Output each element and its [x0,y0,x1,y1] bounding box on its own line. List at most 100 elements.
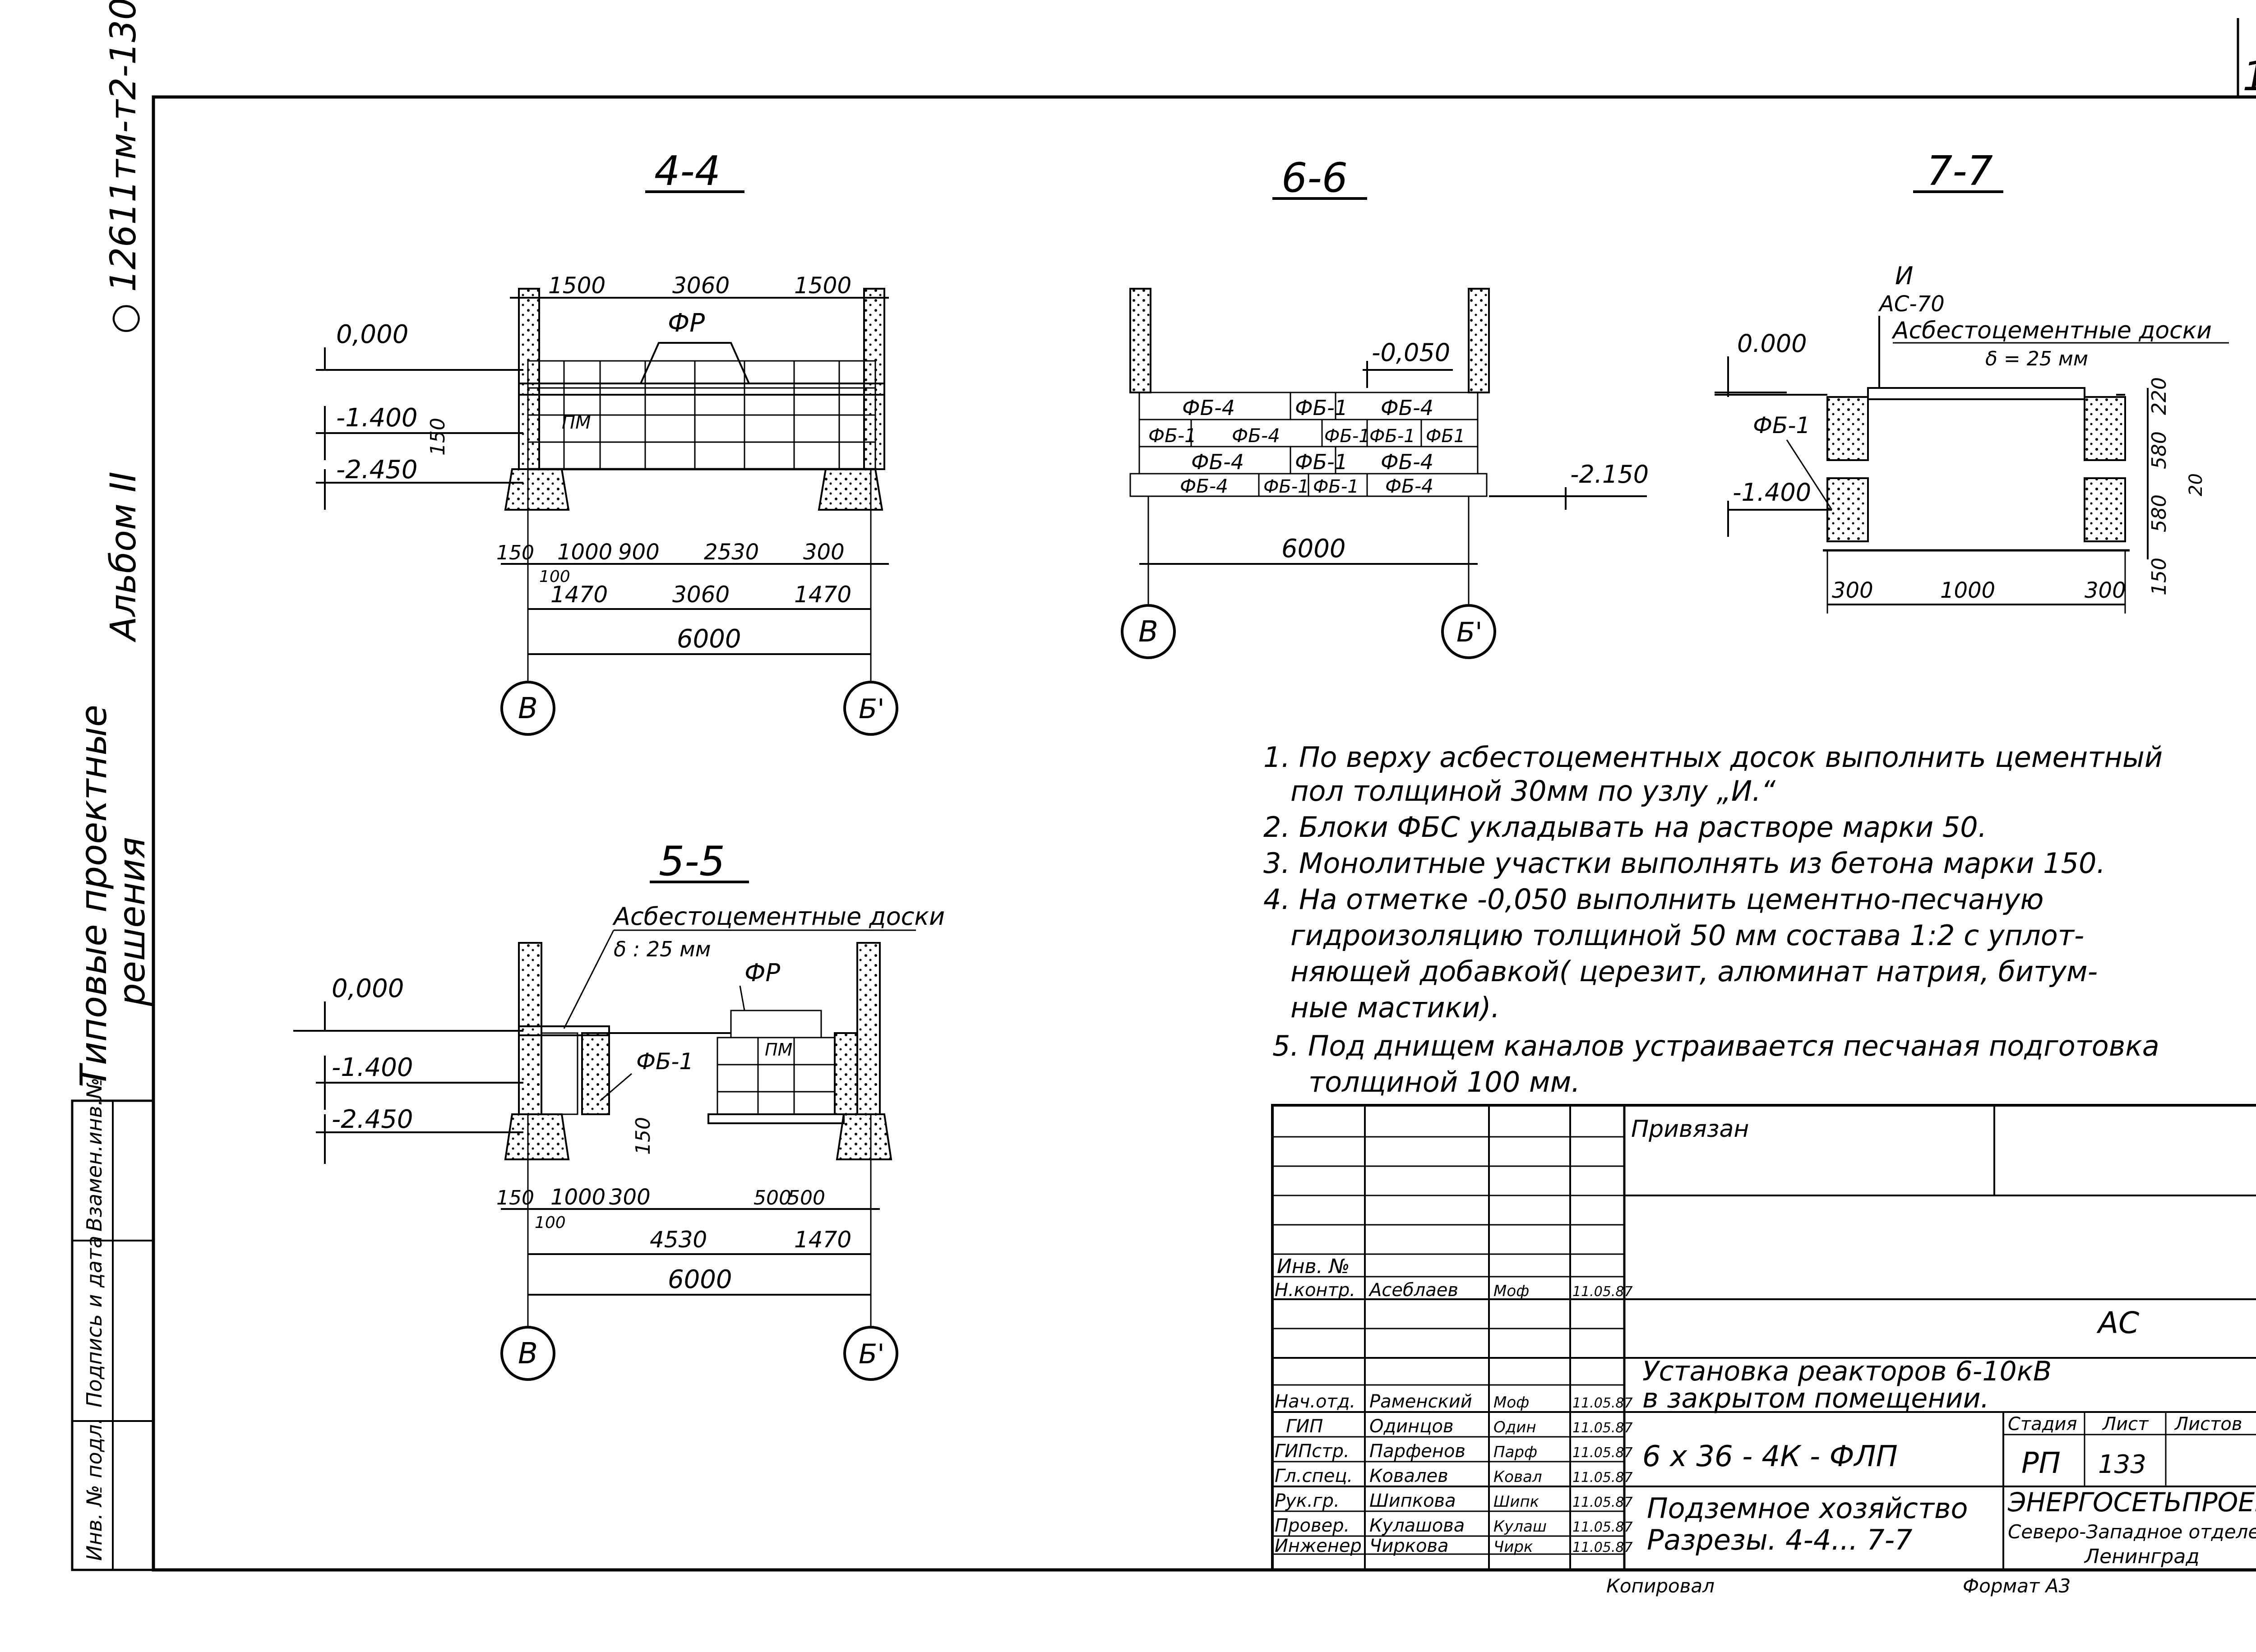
vdim-7-7-3: 580 [2148,494,2171,532]
tb-sign-2: Один [1493,1418,1536,1436]
axis-left-4-4: В [518,692,538,725]
r2c1: ФБ-1 [1295,450,1348,474]
r1c2: ФБ-1 [1324,426,1370,447]
label-pm-5-5: ПМ [765,1040,792,1060]
axis-right-4-4: Б' [859,693,885,725]
tb-sheet: 133 [2098,1450,2146,1479]
axis-v-bubble-5-5 [500,1326,555,1381]
level-4-4-1: -1.400 [336,403,418,433]
r3c1: ФБ-1 [1263,476,1309,497]
note-line-6: няющей добавкой( церезит, алюминат натри… [1290,955,2098,988]
tb-name-1: Раменский [1369,1391,1472,1412]
label-fb-5-5: ФБ-1 [636,1048,693,1075]
general-notes: 1. По верху асбестоцементных досок выпол… [1263,741,2163,1098]
node-ref: АС-70 [1878,291,1945,317]
tb-name-6: Кулашова [1369,1515,1465,1536]
section-6-6-title: 6-6 [1281,154,1348,202]
tb-sign-row-5: Рук.гр. Шипкова Шипк 11.05.87 [1275,1490,1633,1511]
section-7-7: 7-7 И АС-70 Асбестоцементные доски δ = 2… [1715,148,2229,614]
tb-name-0: Асеблаев [1368,1280,1458,1301]
tb-stage-header: Стадия [2008,1414,2077,1435]
bot-dim2-4-4-2: 1470 [794,581,851,608]
bot-dim1-4-4-3: 2530 [704,540,759,565]
tb-model: 6 x 36 - 4К - ФЛП [1642,1440,1898,1473]
r3c2: ФБ-1 [1313,476,1359,497]
box-label-replace: Взамен.инв.№ [82,1078,106,1232]
tb-sheets-header: Листов [2174,1414,2242,1435]
section-5-5-title: 5-5 [659,838,725,885]
tb-name-2: Одинцов [1369,1416,1454,1437]
note-line-0: 1. По верху асбестоцементных досок выпол… [1263,741,2163,774]
section-4-4: 4-4 ФР ПМ 0,000 -1.400 [316,148,898,736]
node-label: И [1895,262,1913,290]
section-5-5: 5-5 Асбестоцементные доски δ : 25 мм ФР … [293,838,945,1381]
tb-project-2: в закрытом помещении. [1642,1383,1989,1414]
tb-role-6: Провер. [1275,1515,1350,1536]
tb-sign-0: Моф [1493,1282,1529,1300]
tb-role-5: Рук.гр. [1275,1490,1340,1511]
level-5-5-0: 0,000 [332,974,404,1003]
tb-code: АС [2096,1306,2139,1340]
axis-left-6-6: В [1138,615,1158,649]
tb-inv: Инв. № [1277,1255,1350,1278]
vdim-7-7-2: 20 [2186,473,2206,496]
tb-date-3: 11.05.87 [1572,1445,1633,1461]
tb-name-3: Парфенов [1369,1441,1465,1462]
axis-v-bubble-6-6 [1121,604,1176,659]
r1c3: ФБ-1 [1369,426,1415,447]
section-7-7-title: 7-7 [1927,148,1993,195]
bdim1-5-5-4: 500 [787,1186,825,1209]
box-label-sign: Подпись и дата [82,1236,106,1407]
axis-v-bubble-4-4 [500,681,555,736]
top-dim-4-4-1: 3060 [672,272,730,299]
vdim-7-7-0: 220 [2148,377,2171,415]
page-number: 123 [2242,53,2256,100]
box-label-inv: Инв. № подл. [82,1418,106,1561]
tb-copied: Копировал [1606,1575,1715,1597]
tb-sign-row-6: Провер. Кулашова Кулаш 11.05.87 [1275,1515,1633,1536]
margin-boxes: Инв. № подл. Подпись и дата Взамен.инв.№ [71,1078,155,1571]
tb-sign-5: Шипк [1493,1493,1539,1511]
note-5-5-1: Асбестоцементные доски [612,902,945,931]
note-line-1: пол толщиной 30мм по узлу „И.“ [1290,775,1776,808]
bot-dim1-4-4-2: 900 [618,540,660,565]
overall-4-4: 6000 [677,624,741,654]
tb-role-7: Инженер [1275,1536,1362,1556]
title-block: Привязан Инв. № Н.контр. Асеблаев Моф 11… [1271,1104,2256,1597]
axis-right-5-5: Б' [859,1338,885,1370]
tb-sign-6: Кулаш [1493,1518,1547,1536]
tb-date-2: 11.05.87 [1572,1420,1633,1436]
bdim1-5-5-2: 300 [609,1185,651,1210]
top-dim-4-4-2: 1500 [794,272,851,299]
axis-b-bubble-6-6 [1441,604,1496,659]
axis-right-6-6: Б' [1456,617,1483,648]
r0c2: ФБ-4 [1381,396,1433,420]
tb-project-1: Установка реакторов 6-10кВ [1642,1356,2052,1387]
tb-sign-row-2: ГИП Одинцов Один 11.05.87 [1286,1416,1633,1437]
small-dim-4-4: 100 [539,568,570,586]
tb-date-6: 11.05.87 [1572,1519,1633,1535]
vdim-5-5: 150 [632,1117,655,1155]
tb-org-3: Ленинград [2084,1545,2200,1568]
note-7-7-2: δ = 25 мм [1985,347,2088,370]
tb-sign-row-1: Нач.отд. Раменский Моф 11.05.87 [1275,1391,1633,1412]
bot-dim1-4-4-1: 1000 [557,540,612,565]
tb-date-4: 11.05.87 [1572,1470,1633,1486]
note-line-3: 3. Монолитные участки выполнять из бетон… [1263,847,2105,880]
overall-6-6: 6000 [1281,534,1346,563]
tb-role-0: Н.контр. [1275,1280,1355,1301]
vdim-4-4: 150 [426,418,449,456]
r0c0: ФБ-4 [1182,396,1235,420]
r2c0: ФБ-4 [1191,450,1244,474]
label-fp-5-5: ФР [744,959,780,987]
axis-left-5-5: В [518,1337,538,1371]
tb-stage: РП [2021,1447,2061,1480]
album-label: Альбом II [103,471,144,643]
tb-role-1: Нач.отд. [1275,1391,1355,1412]
bdim2-5-5-1: 1470 [794,1227,851,1253]
axis-b-bubble-5-5 [843,1326,898,1381]
bdim1-5-5-1: 1000 [550,1185,606,1210]
tb-sheet-header: Лист [2102,1414,2149,1435]
level-7-7-1: -1.400 [1733,478,1811,507]
axis-b-bubble-4-4 [843,681,898,736]
